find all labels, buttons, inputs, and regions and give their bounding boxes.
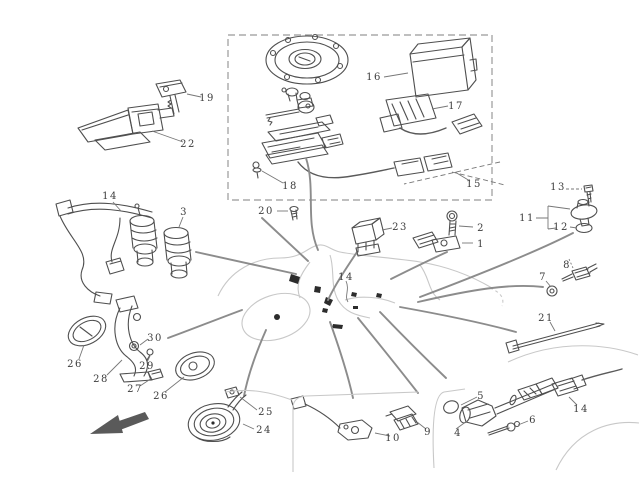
callout-label-24: 24 <box>256 425 272 436</box>
fuel-cap-assembly <box>265 33 349 85</box>
callout-label-30: 30 <box>147 333 163 344</box>
callout-label-1: 1 <box>477 239 485 250</box>
sidestand-switch <box>290 395 373 441</box>
spacer-piece <box>147 368 164 381</box>
callout-label-21: 21 <box>538 313 554 324</box>
callout-label-3: 3 <box>180 207 188 218</box>
section-dash-line <box>403 161 501 185</box>
callout-label-26-left: 26 <box>67 359 83 370</box>
callout-label-15: 15 <box>466 179 482 190</box>
callout-label-19: 19 <box>199 93 215 104</box>
callout-label-25: 25 <box>258 407 274 418</box>
callout-label-7: 7 <box>539 272 547 283</box>
callout-label-17: 17 <box>448 101 464 112</box>
flange-nut <box>128 340 140 352</box>
callout-label-16: 16 <box>366 72 382 83</box>
key-shutter-bracket <box>77 103 175 151</box>
sensor-o-ring <box>575 222 593 234</box>
callout-label-23: 23 <box>392 222 408 233</box>
callout-label-4: 4 <box>454 428 462 439</box>
front-direction-arrow <box>90 412 149 434</box>
lock-cylinder-parts <box>281 87 314 109</box>
callout-labels: 19 22 16 17 18 15 20 13 11 12 14 3 23 2 … <box>67 72 589 444</box>
leader-lines <box>167 157 574 399</box>
callout-label-8: 8 <box>563 260 571 271</box>
callout-label-14-right: 14 <box>573 404 589 415</box>
inset-box <box>227 34 493 201</box>
body-panel-outlines <box>224 345 640 472</box>
bolt-with-washer <box>487 420 521 436</box>
callout-label-22: 22 <box>180 139 196 150</box>
left-cover <box>67 315 107 347</box>
plug-washer <box>546 285 558 297</box>
callout-label-28: 28 <box>93 374 109 385</box>
callout-label-5: 5 <box>477 391 485 402</box>
callout-label-9: 9 <box>424 427 432 438</box>
spare-key <box>155 79 187 115</box>
callout-label-14-left: 14 <box>102 191 118 202</box>
spark-plug-caps <box>129 203 192 279</box>
callout-label-12: 12 <box>553 222 569 233</box>
main-switch-assembly <box>261 114 344 165</box>
section-dash-line <box>451 171 506 186</box>
bolt <box>446 210 458 236</box>
callout-label-13: 13 <box>550 182 566 193</box>
right-cover <box>175 351 215 381</box>
callout-label-2: 2 <box>477 223 485 234</box>
mount-screw <box>289 205 299 221</box>
callout-label-11: 11 <box>519 213 535 224</box>
callout-label-29: 29 <box>139 361 155 372</box>
handlebar-switch <box>385 405 419 431</box>
callout-label-18: 18 <box>282 181 298 192</box>
switch-wire-lead <box>297 152 453 179</box>
thermo-sensor <box>570 198 598 227</box>
bracket-leader-11 <box>536 205 571 230</box>
o-ring <box>443 400 459 414</box>
callout-label-14-center: 14 <box>338 272 354 283</box>
inset-key <box>265 100 315 126</box>
callout-label-10: 10 <box>385 433 401 444</box>
clip <box>146 348 154 361</box>
sensor-bolt <box>583 184 594 204</box>
front-wheel <box>241 292 311 342</box>
ecu-unit <box>409 37 478 98</box>
spark-plug <box>561 258 598 282</box>
horn <box>187 391 247 443</box>
immobilizer-unit <box>412 231 461 253</box>
rectifier-unit <box>379 93 483 135</box>
cable-tie <box>505 322 605 354</box>
speed-sensor <box>459 377 559 427</box>
callout-label-27: 27 <box>127 384 143 395</box>
label-leaders <box>78 72 578 437</box>
callout-label-6: 6 <box>529 415 537 426</box>
scooter-outline <box>217 244 504 342</box>
callout-label-20: 20 <box>258 206 274 217</box>
horn-screw <box>224 386 240 399</box>
callout-label-26-right: 26 <box>153 391 169 402</box>
sensor-connector <box>551 368 623 397</box>
switch-screw <box>252 161 262 179</box>
starter-relay <box>351 217 385 257</box>
